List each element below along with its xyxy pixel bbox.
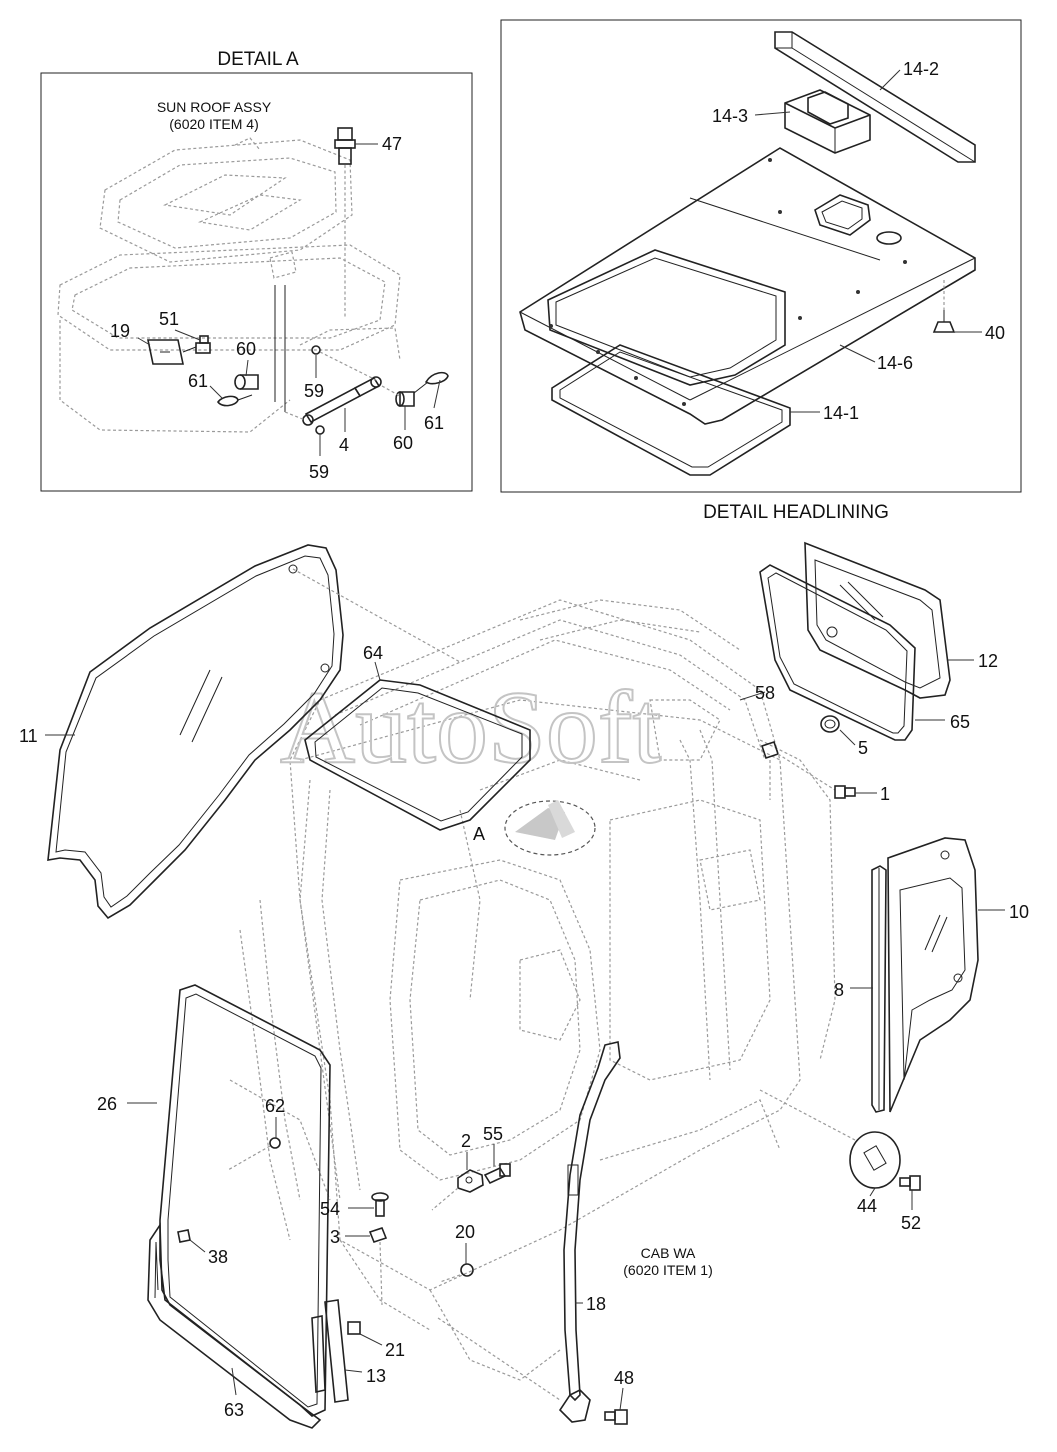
bolt-55 [483, 1163, 511, 1185]
callout-59-bottom: 59 [309, 462, 329, 482]
rear-glass-12 [804, 541, 951, 699]
clip-61-left [217, 395, 239, 407]
callout-4: 4 [339, 435, 349, 455]
cab-note-line1: CAB WA [641, 1245, 696, 1261]
headliner-14-6 [519, 147, 976, 425]
detail-a-title: DETAIL A [217, 49, 299, 70]
callout-61-right: 61 [424, 413, 444, 433]
seal-64 [304, 679, 531, 831]
detail-headlining-frame [500, 19, 1022, 493]
detail-headlining-title: DETAIL HEADLINING [703, 502, 889, 523]
part-62 [269, 1137, 281, 1149]
callout-2: 2 [461, 1131, 471, 1151]
callout-52: 52 [901, 1213, 921, 1233]
callout-14-2: 14-2 [903, 59, 939, 79]
sun-roof-note-line1: SUN ROOF ASSY [157, 99, 272, 115]
bolt-1 [834, 785, 856, 799]
callout-21: 21 [385, 1340, 405, 1360]
callout-11: 11 [19, 726, 38, 746]
detail-a-marker-label: A [473, 824, 485, 844]
washer-59-bottom [315, 425, 325, 435]
foam-block-14-3 [784, 89, 871, 154]
cab-frame-ghost [229, 599, 836, 1381]
sun-roof-note-line2: (6020 ITEM 4) [169, 116, 258, 132]
bolt-47 [334, 127, 356, 318]
callout-8: 8 [834, 980, 844, 1000]
callout-63: 63 [224, 1400, 244, 1420]
callout-13: 13 [366, 1366, 386, 1386]
callout-20: 20 [455, 1222, 475, 1242]
detail-a-frame [40, 72, 473, 492]
rubber-strip-8 [871, 865, 887, 1113]
pin-60-right [395, 391, 415, 407]
bolt-52 [899, 1175, 921, 1191]
callout-47: 47 [382, 134, 402, 154]
side-window-10 [887, 837, 979, 1113]
washer-59-top [311, 345, 321, 355]
clip-61-right [424, 371, 449, 385]
callout-5: 5 [858, 738, 868, 758]
callout-26: 26 [97, 1094, 117, 1114]
callout-14-6: 14-6 [877, 353, 913, 373]
callout-19: 19 [110, 321, 130, 341]
gas-strut-4 [302, 376, 382, 426]
callout-12: 12 [978, 651, 998, 671]
seal-63 [147, 1222, 322, 1429]
nut-58 [760, 740, 780, 760]
bracket-19 [147, 339, 184, 365]
part-20 [460, 1263, 474, 1277]
callout-14-1: 14-1 [823, 403, 859, 423]
callout-55: 55 [483, 1124, 503, 1144]
callout-58: 58 [755, 683, 775, 703]
callout-44: 44 [857, 1196, 877, 1216]
main-assembly: AutoSoft A [19, 541, 1029, 1429]
detail-headlining-panel: DETAIL HEADLINING [500, 19, 1022, 523]
bolt-48 [604, 1409, 628, 1425]
callout-14-3: 14-3 [712, 106, 748, 126]
callout-3: 3 [330, 1227, 340, 1247]
callout-60-left: 60 [236, 339, 256, 359]
detail-a-marker [504, 800, 596, 856]
plate-2 [457, 1169, 484, 1193]
detail-a-panel: DETAIL A SUN ROOF ASSY (6020 ITEM 4) [40, 49, 473, 492]
clip-40 [932, 310, 956, 333]
callout-59-top: 59 [304, 381, 324, 401]
screw-54 [371, 1192, 389, 1217]
callout-65: 65 [950, 712, 970, 732]
handrail-18 [558, 1041, 621, 1423]
callout-51: 51 [159, 309, 179, 329]
seal-14-1 [551, 344, 791, 476]
part-38 [177, 1229, 191, 1243]
callout-60-right: 60 [393, 433, 413, 453]
door-glass-26 [159, 984, 331, 1417]
callout-40: 40 [985, 323, 1005, 343]
callout-54: 54 [320, 1199, 340, 1219]
callout-64: 64 [363, 643, 383, 663]
cab-note-line2: (6020 ITEM 1) [623, 1262, 712, 1278]
callout-62: 62 [265, 1096, 285, 1116]
watermark-text: AutoSoft [280, 670, 661, 785]
seal-65 [759, 564, 916, 741]
callout-10: 10 [1009, 902, 1029, 922]
grommet-5 [820, 715, 840, 733]
part-3 [368, 1227, 388, 1243]
part-13 [311, 1299, 349, 1403]
plate-44 [849, 1131, 901, 1189]
callout-38: 38 [208, 1247, 228, 1267]
foam-bar-14-2 [774, 31, 976, 163]
callout-61-left: 61 [188, 371, 208, 391]
callout-48: 48 [614, 1368, 634, 1388]
callout-1: 1 [880, 784, 890, 804]
part-21 [347, 1321, 361, 1335]
callout-18: 18 [586, 1294, 606, 1314]
windshield-11 [47, 544, 344, 920]
sun-roof-ghost [57, 137, 401, 433]
pin-60-left [234, 374, 259, 390]
